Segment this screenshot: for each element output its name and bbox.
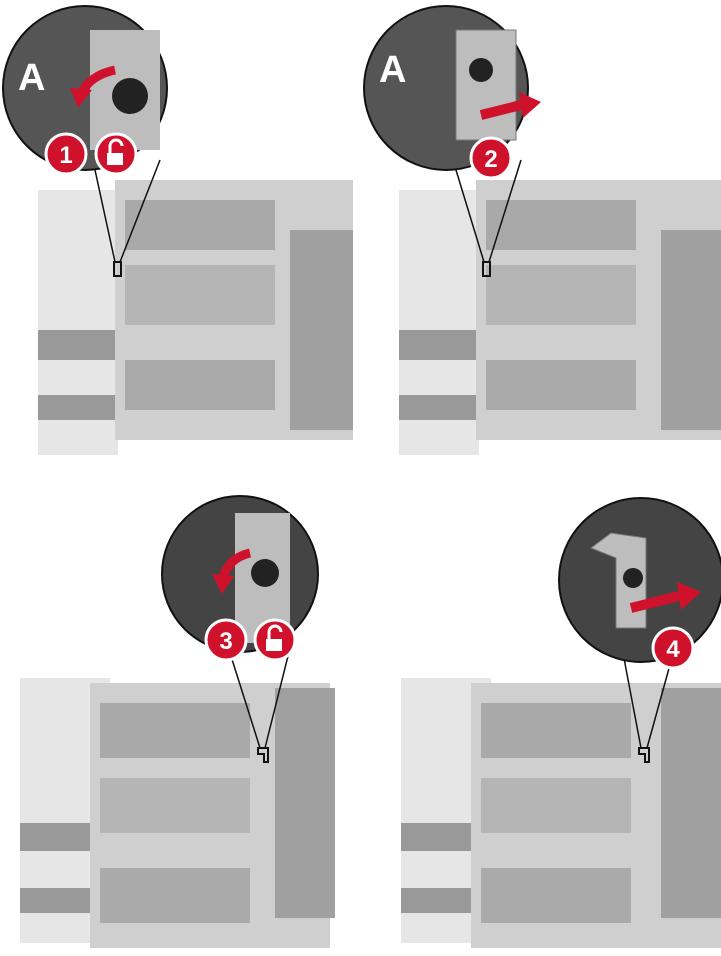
printer-illustration-3: 3	[0, 478, 360, 956]
printer-illustration-2: A 2	[361, 0, 721, 478]
tray-band	[38, 395, 116, 420]
lower-area	[100, 868, 250, 923]
transfer-area	[481, 778, 631, 833]
step-2-panel: A 2	[361, 0, 721, 478]
transfer-area	[486, 265, 636, 325]
zone-letter: A	[379, 49, 406, 91]
step-4-panel: 4	[361, 478, 721, 956]
knob-icon	[112, 78, 148, 114]
fuser-area	[481, 703, 631, 758]
step-number: 1	[59, 142, 72, 169]
tray-band	[38, 330, 116, 360]
tray-band	[399, 330, 477, 360]
open-door	[661, 688, 721, 918]
lower-area	[486, 360, 636, 410]
open-door	[661, 230, 721, 430]
lower-area	[481, 868, 631, 923]
transfer-area	[125, 265, 275, 325]
zone-letter: A	[18, 57, 45, 99]
step-number: 4	[666, 636, 680, 663]
fuser-area	[125, 200, 275, 250]
knob-icon	[623, 568, 643, 588]
step-number: 3	[219, 628, 232, 655]
step-3-panel: 3	[0, 478, 360, 956]
fuser-area	[100, 703, 250, 758]
step-1-panel: A 1	[0, 0, 360, 478]
knob-icon	[251, 559, 279, 587]
transfer-area	[100, 778, 250, 833]
open-door	[275, 688, 335, 918]
fuser-area	[486, 200, 636, 250]
lever-plate	[456, 30, 516, 140]
step-number: 2	[484, 146, 497, 173]
printer-illustration-1: A 1	[0, 0, 360, 478]
lower-area	[125, 360, 275, 410]
tray-band	[399, 395, 477, 420]
printer-illustration-4: 4	[361, 478, 721, 956]
open-door	[290, 230, 353, 430]
knob-icon	[469, 58, 493, 82]
